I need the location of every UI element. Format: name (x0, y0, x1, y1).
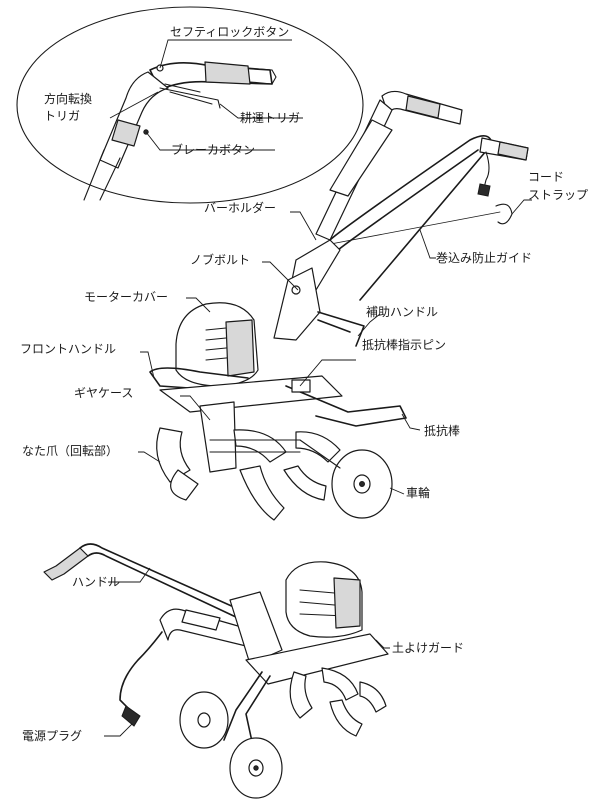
label-aux-handle: 補助ハンドル (366, 305, 438, 319)
label-handle: ハンドル (72, 575, 120, 589)
handle-detail-inset (16, 6, 364, 204)
label-motor-cover: モーターカバー (84, 290, 168, 304)
label-front-handle: フロントハンドル (20, 342, 116, 356)
label-safety-lock-button: セフティロックボタン (170, 25, 289, 39)
label-resistance-bar-pin: 抵抗棒指示ピン (362, 337, 446, 352)
label-wheel: 車輪 (406, 485, 430, 500)
label-resistance-bar: 抵抗棒 (424, 423, 460, 438)
label-gear-case: ギヤケース (74, 386, 133, 400)
lower-cultivator-illustration (43, 543, 389, 799)
label-cultivation-trigger: 耕運トリガ (240, 110, 300, 125)
label-direction-trigger-line2: トリガ (44, 109, 80, 123)
label-anti-wrap-guide: 巻込み防止ガイド (436, 250, 532, 265)
label-direction-trigger-line1: 方向転換 (44, 91, 92, 106)
label-knob-bolt: ノブボルト (190, 252, 250, 267)
label-tines: なた爪（回転部） (22, 443, 118, 458)
label-soil-guard: 土よけガード (392, 641, 464, 655)
tines-illustration (156, 427, 341, 521)
label-cord-strap-line1: コード (528, 170, 564, 184)
label-brake-button: ブレーカボタン (171, 142, 255, 157)
label-cord-strap-line2: ストラップ (528, 188, 588, 202)
label-power-plug: 電源プラグ (22, 729, 82, 743)
label-bar-holder: バーホルダー (204, 200, 276, 215)
